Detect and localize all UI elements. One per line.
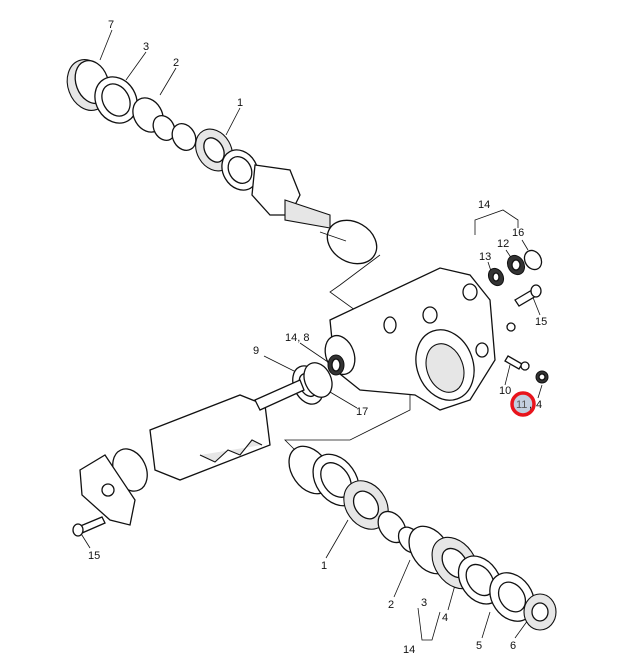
label-6: 6: [510, 640, 516, 652]
label-3-bottom: 3: [421, 597, 427, 609]
label-2: 2: [173, 57, 179, 69]
label-16: 16: [512, 227, 524, 239]
label-1-bottom: 1: [321, 560, 327, 572]
bottom-bearing-assembly: [288, 445, 557, 631]
top-bearing-assembly: [66, 59, 378, 265]
label-10: 10: [499, 385, 511, 397]
seal-rings: [292, 362, 333, 405]
label-3: 3: [143, 41, 149, 53]
label-14: 14: [478, 199, 490, 211]
label-12: 12: [497, 238, 509, 250]
label-separator: ,: [529, 399, 532, 411]
label-15: 15: [535, 316, 547, 328]
right-small-parts: [487, 249, 549, 384]
label-4: 4: [536, 399, 542, 411]
label-9: 9: [253, 345, 259, 357]
label-17: 17: [356, 406, 368, 418]
label-4-bottom: 4: [442, 612, 448, 624]
label-14-8: 14, 8: [285, 332, 309, 344]
label-13: 13: [479, 251, 491, 263]
label-7: 7: [108, 19, 114, 31]
highlight-marker[interactable]: [510, 391, 536, 417]
label-11-highlighted[interactable]: 11: [516, 399, 527, 411]
worm-shaft-assembly: [72, 379, 305, 537]
label-14-bottom: 14: [403, 644, 415, 656]
label-15-left: 15: [88, 550, 100, 562]
label-2-bottom: 2: [388, 599, 394, 611]
label-5: 5: [476, 640, 482, 652]
callout-labels: 7 3 2 1 14 13 12 16 15 10 11 , 4 14, 8 9…: [88, 19, 547, 656]
gear-housing: [324, 267, 496, 411]
label-1: 1: [237, 97, 243, 109]
